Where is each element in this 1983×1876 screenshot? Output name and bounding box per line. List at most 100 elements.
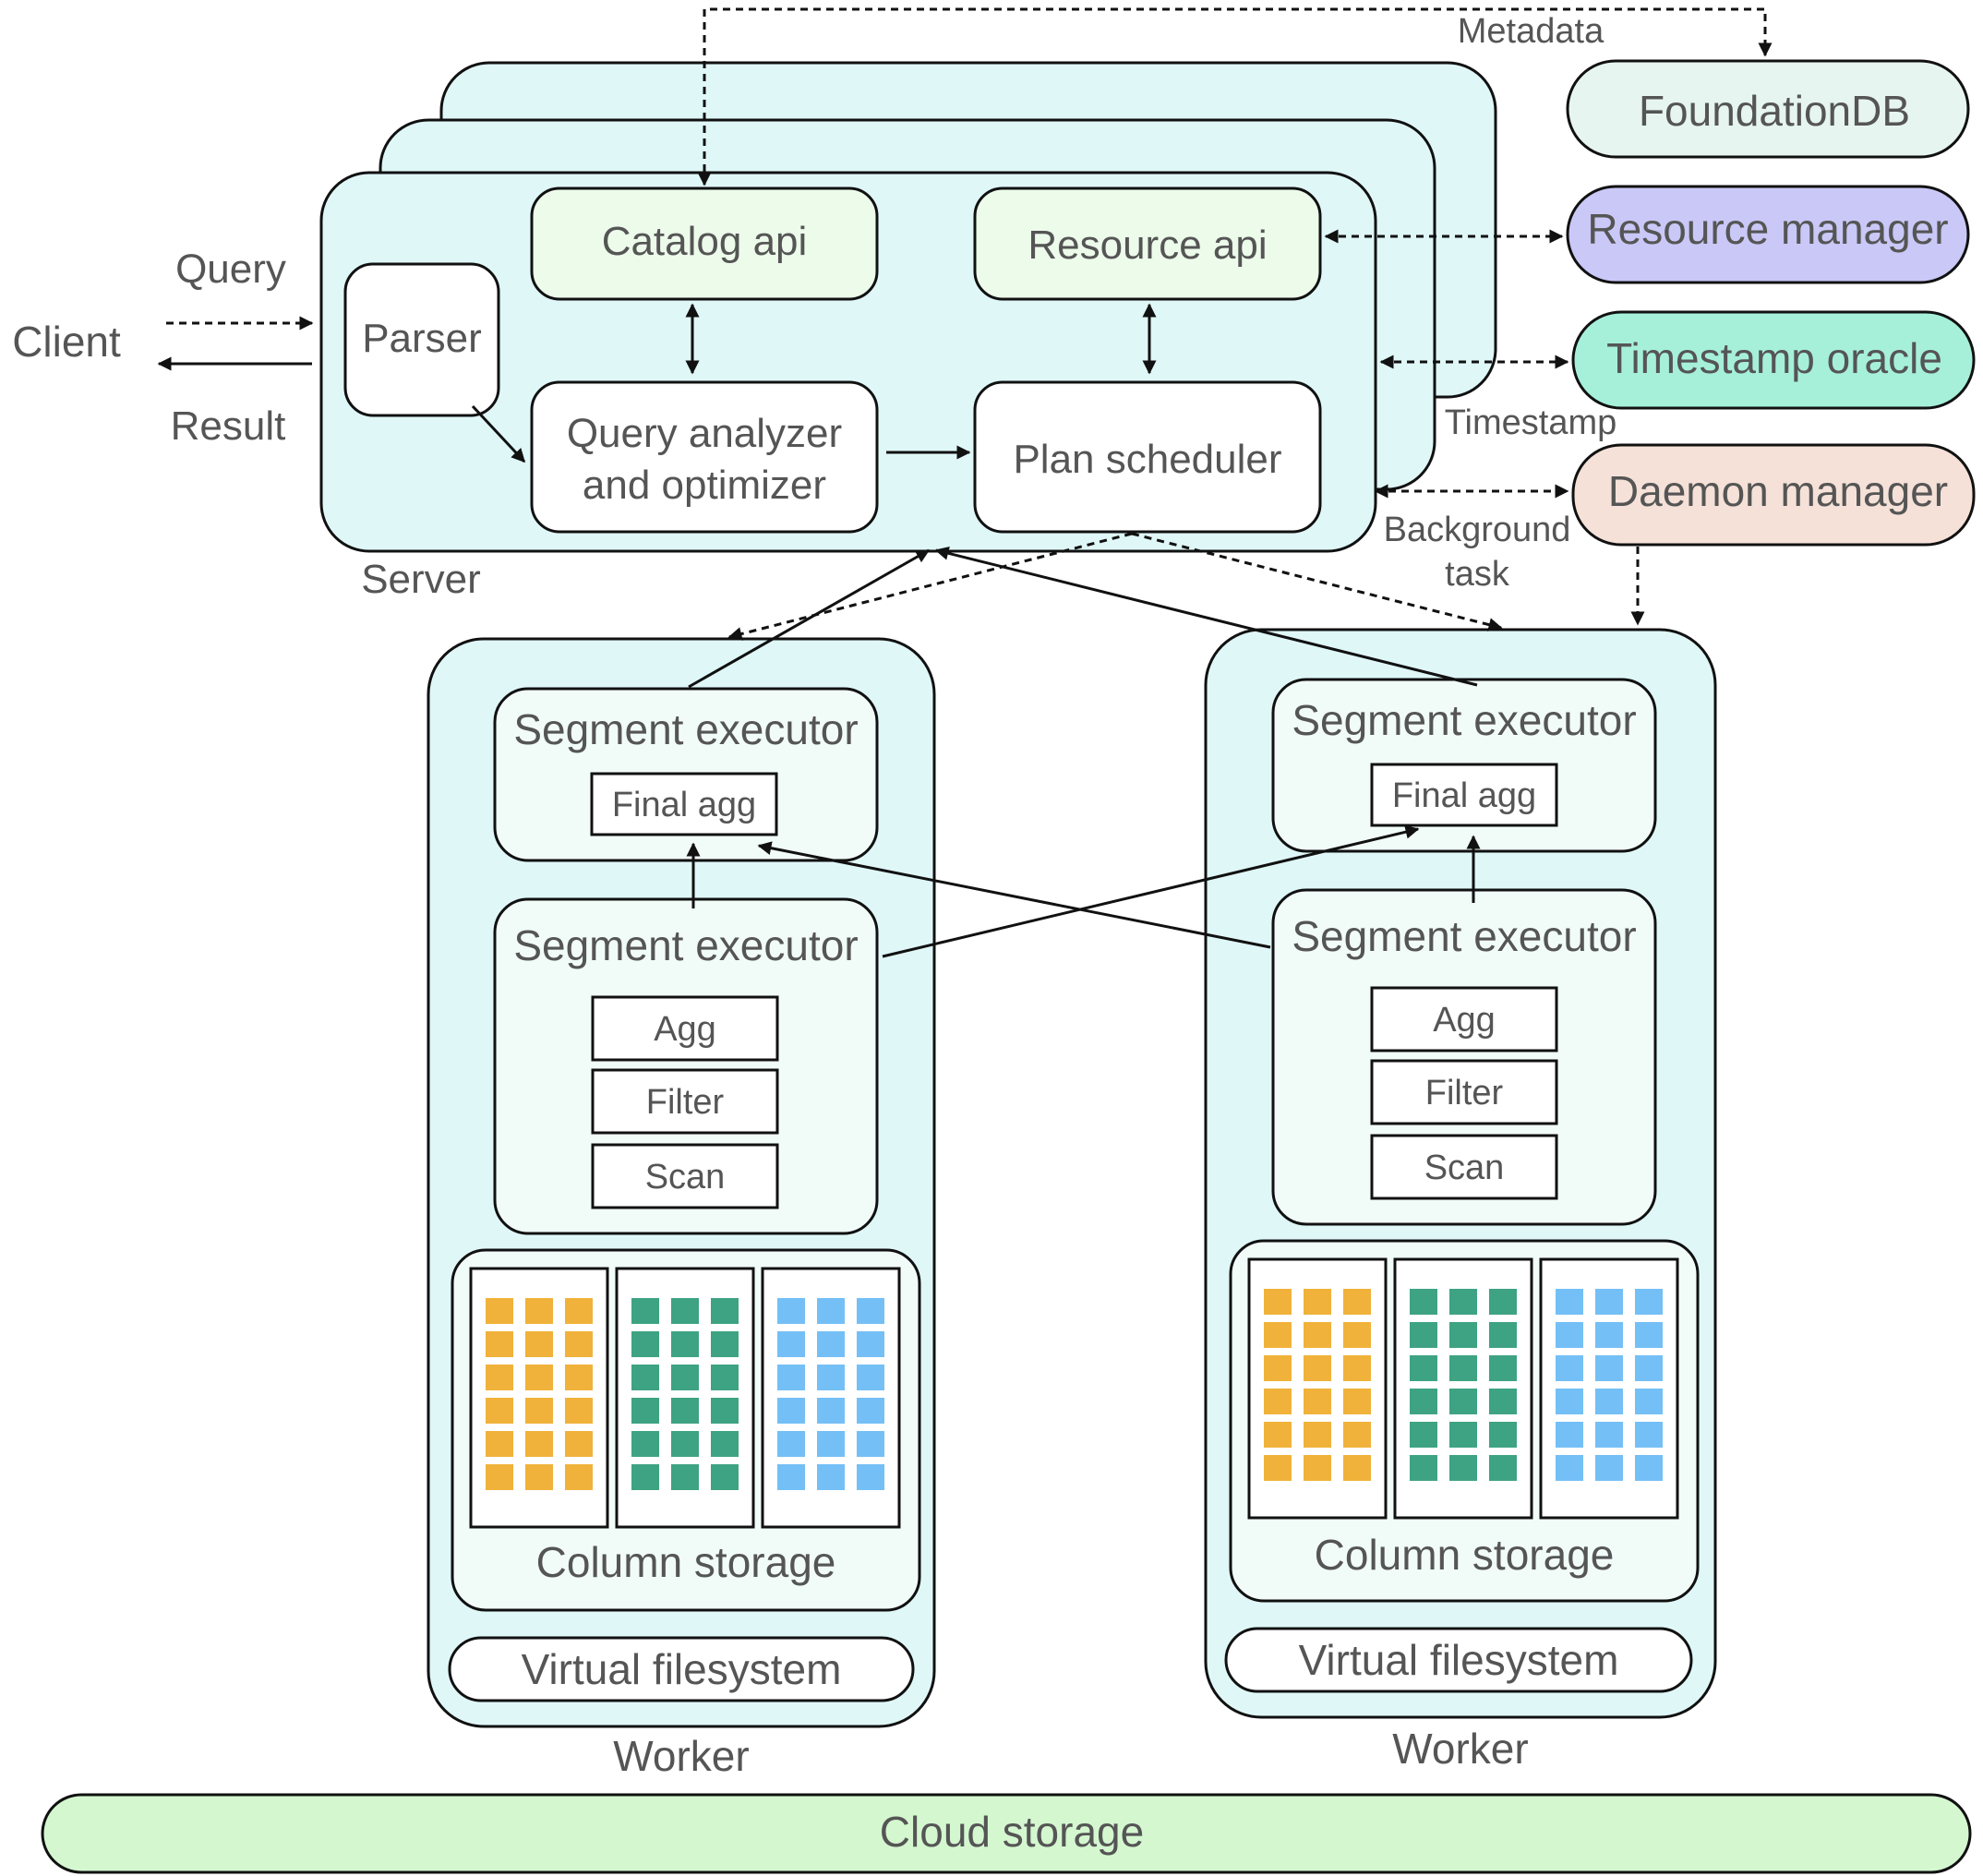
column-cell [711,1431,739,1457]
scan-label: Scan [645,1158,726,1197]
final-agg-label: Final agg [1392,776,1536,815]
cloud-storage-label: Cloud storage [880,1808,1144,1856]
column-cell [1304,1355,1331,1381]
catalog-api-label: Catalog api [602,219,808,264]
column-cell [817,1298,845,1324]
column-cell [1449,1322,1477,1348]
shuffle-right-to-left-arrow [757,841,1271,949]
column-cell [1410,1422,1437,1448]
scan-box [591,1143,779,1209]
column-cell [1635,1322,1663,1348]
column-cell [1264,1422,1292,1448]
segment-executor-bottom-box [1271,888,1657,1226]
column-cell [525,1331,553,1357]
column-cell [486,1431,513,1457]
column-cell [1556,1322,1583,1348]
foundationdb-label: FoundationDB [1639,87,1910,135]
column-cell [486,1398,513,1424]
column-cell [1556,1455,1583,1481]
column-cell [1635,1389,1663,1414]
column-cell [486,1365,513,1390]
metadata-label: Metadata [1458,12,1604,51]
cloud-storage-box [41,1793,1972,1874]
column-cell [1556,1422,1583,1448]
return-left-arrow [688,548,931,689]
column-cell [777,1365,805,1390]
column-cell [1489,1389,1517,1414]
column-cell [777,1331,805,1357]
column-cell [817,1398,845,1424]
segment-executor-bottom-box [493,897,879,1235]
column-cell [1595,1322,1623,1348]
column-cell [631,1464,659,1490]
plan-scheduler-label: Plan scheduler [1013,437,1281,482]
column-cell [1304,1455,1331,1481]
column-cell [711,1398,739,1424]
resource-manager-box [1566,185,1970,284]
column-cell [1489,1355,1517,1381]
column-cell [671,1365,699,1390]
column-cell [631,1365,659,1390]
column-cell [486,1331,513,1357]
resource-manager-label: Resource manager [1587,205,1948,253]
server-stack: Catalog api Resource api Parser Query an… [319,61,1497,602]
column-cell [1264,1322,1292,1348]
column-cell [631,1398,659,1424]
column-cell [1635,1355,1663,1381]
column-cell [1304,1322,1331,1348]
column-cell [1304,1289,1331,1315]
column-cell [857,1464,884,1490]
column-cell [817,1464,845,1490]
parser-box [343,262,500,417]
column-cell [1343,1422,1371,1448]
column-cell [1304,1422,1331,1448]
agg-label: Agg [654,1010,716,1049]
segment-executor-top-title: Segment executor [1292,696,1636,744]
column-cell [1489,1455,1517,1481]
column-storage-label: Column storage [536,1538,836,1586]
column-cell [1410,1389,1437,1414]
final-agg-label: Final agg [612,786,756,824]
column-cell [857,1398,884,1424]
agg-box [591,995,779,1062]
return-right-arrow [934,546,1478,687]
column-cell [631,1298,659,1324]
column-cell [1556,1289,1583,1315]
column-cell [565,1365,593,1390]
column-cell [631,1331,659,1357]
column-cell [1489,1289,1517,1315]
result-label: Result [171,403,286,449]
column-cell [1449,1422,1477,1448]
column-cell [1595,1389,1623,1414]
column-cell [1489,1322,1517,1348]
column-cell [565,1464,593,1490]
column-cell [857,1331,884,1357]
worker-left: Segment executor Final agg Segment execu… [427,637,936,1780]
column-cell [817,1365,845,1390]
segment-executor-top-title: Segment executor [513,705,858,753]
column-cell [857,1365,884,1390]
segment-executor-bottom-title: Segment executor [513,921,858,969]
column-cell [525,1365,553,1390]
query-analyzer-label-line2: and optimizer [583,463,826,508]
scan-box [1370,1134,1558,1200]
virtual-filesystem-box [448,1636,915,1702]
column-cell [631,1431,659,1457]
column-cell [1343,1355,1371,1381]
connectors [157,7,1773,958]
filter-label: Filter [646,1083,725,1122]
segment-executor-bottom-title: Segment executor [1292,912,1636,960]
column-cell [817,1431,845,1457]
daemon-manager-box [1571,443,1976,547]
column-cell [1343,1455,1371,1481]
filter-label: Filter [1425,1074,1504,1112]
column-cell [525,1398,553,1424]
column-cell [1449,1389,1477,1414]
column-cell [1343,1322,1371,1348]
dispatch-left-arrow [727,532,1133,641]
column-cell [671,1298,699,1324]
column-cell [565,1431,593,1457]
column-cell [486,1298,513,1324]
agg-box [1370,986,1558,1052]
